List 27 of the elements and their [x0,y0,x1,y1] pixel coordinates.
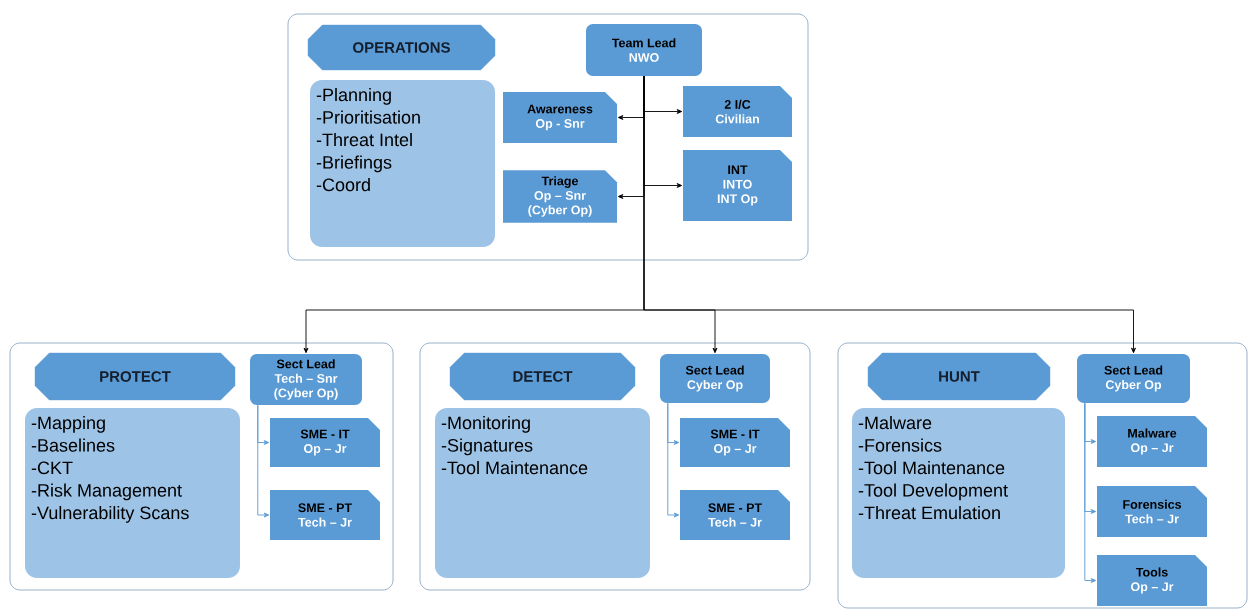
role-box: SME - PT Tech – Jr [680,490,790,540]
role-box: Triage Op – Snr (Cyber Op) [503,170,617,223]
task-list-box: -Mapping -Baselines -CKT -Risk Management -Vulnerability Scans [25,408,240,578]
task-list-box: -Planning -Prioritisation -Threat Intel -Briefings -Coord [310,80,495,247]
role-box: Awareness Op - Snr [503,92,617,143]
role-box: SME - IT Op – Jr [270,418,380,467]
section-banner: HUNT [867,352,1051,401]
role-box: SME - IT Op – Jr [680,418,790,467]
role-box: Malware Op – Jr [1097,416,1207,467]
section-banner: DETECT [449,352,636,401]
lead-role-box: Sect Lead Cyber Op [1077,354,1190,403]
section-banner: PROTECT [34,352,236,401]
arrow [1084,402,1097,583]
task-list-box: -Malware -Forensics -Tool Maintenance -Tool Development -Threat Emulation [852,408,1065,578]
arrow [643,75,1136,354]
role-box: Tools Op – Jr [1097,555,1207,606]
lead-role-box: Sect Lead Cyber Op [660,354,770,403]
lead-role-box: Team Lead NWO [586,24,702,76]
role-box: SME - PT Tech – Jr [270,490,380,540]
section-banner: OPERATIONS [307,24,496,71]
role-box: INT INTO INT Op [683,150,792,221]
lead-role-box: Sect Lead Tech – Snr (Cyber Op) [250,354,362,405]
arrow [257,404,270,518]
arrow [667,402,680,518]
role-box: 2 I/C Civilian [683,86,792,137]
role-box: Forensics Tech – Jr [1097,486,1207,537]
task-list-box: -Monitoring -Signatures -Tool Maintenance [435,408,650,578]
